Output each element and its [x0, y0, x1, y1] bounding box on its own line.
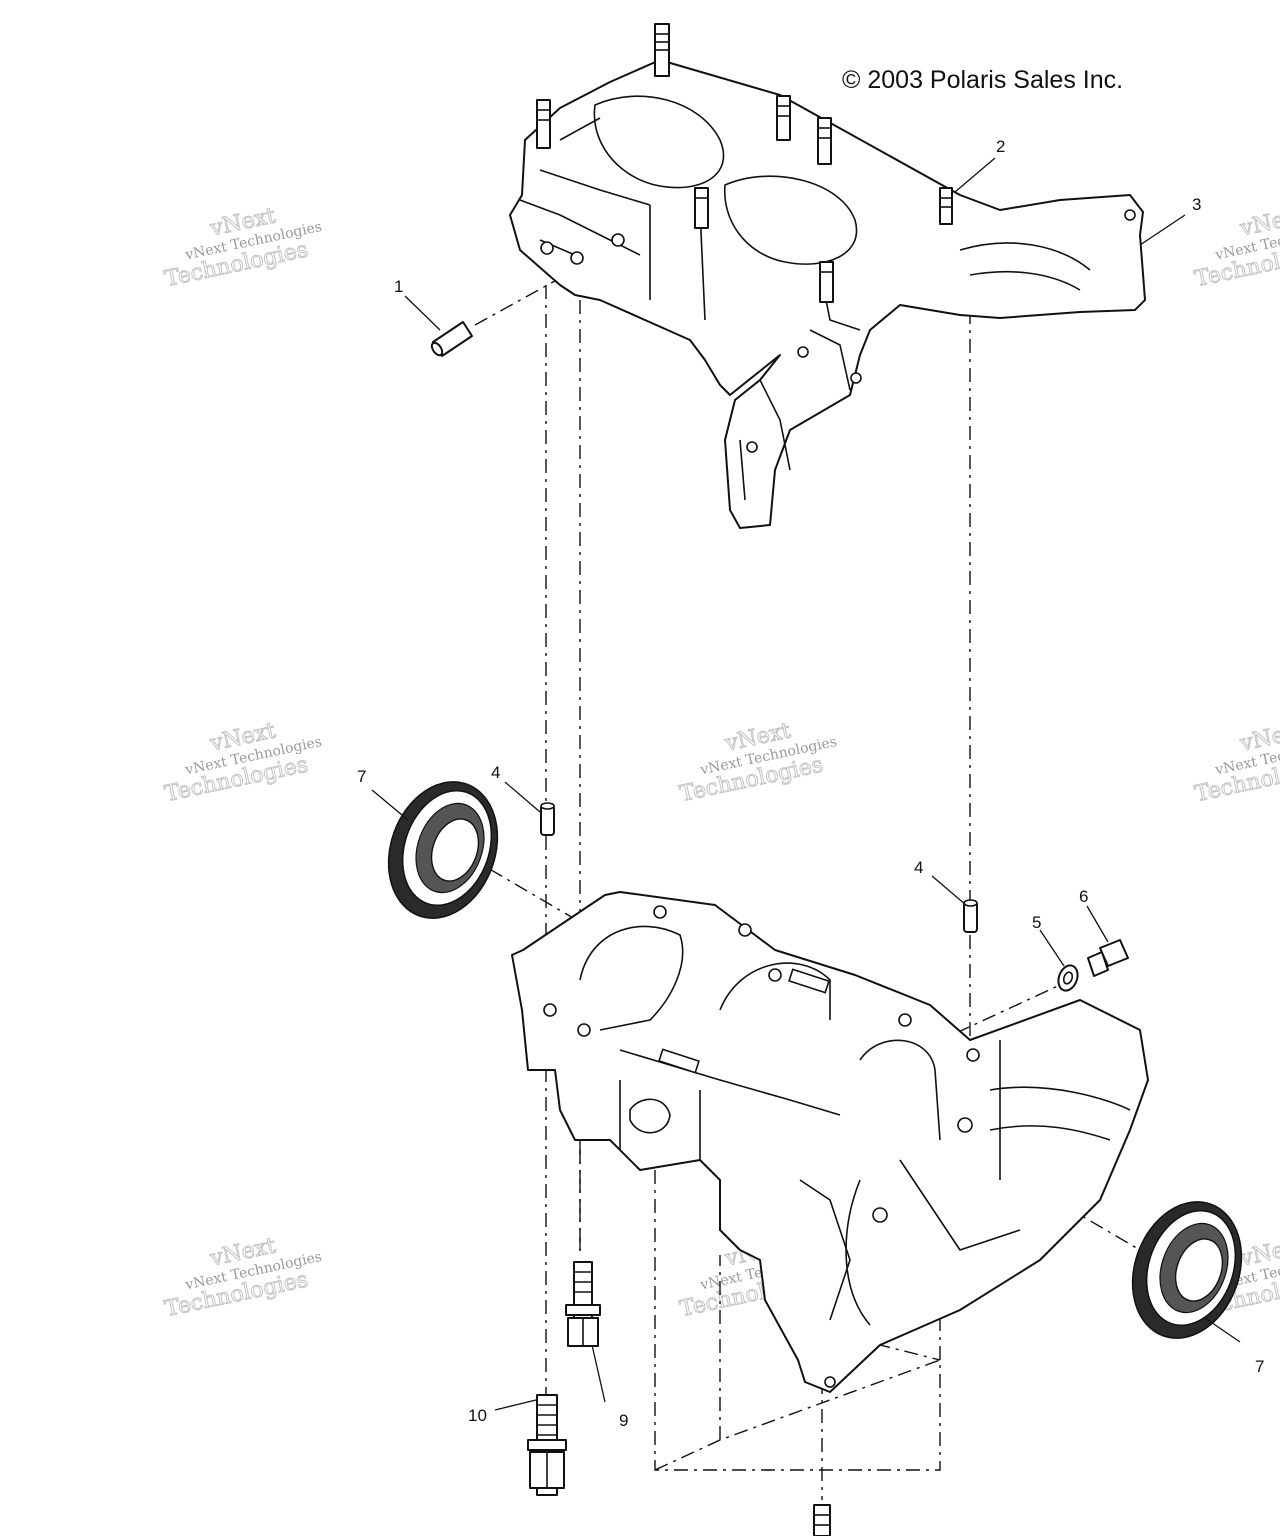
- callout-labels: 1 2 3 4 4 5 6 7 7 9 10: [357, 137, 1264, 1430]
- watermark: vNext vNext Technologies Technologies: [162, 718, 323, 808]
- callout-5: 5: [1032, 913, 1041, 932]
- dowel-pin-4-right: [963, 899, 978, 933]
- stud: [819, 261, 834, 303]
- watermark: vNext vNext Technologies Technologies: [677, 718, 838, 808]
- callout-2: 2: [996, 137, 1005, 156]
- stud: [654, 23, 670, 77]
- washer-5: [1057, 964, 1079, 992]
- bottom-stud: [813, 1504, 831, 1536]
- copyright-notice: © 2003 Polaris Sales Inc.: [842, 66, 1123, 94]
- callout-1: 1: [394, 277, 403, 296]
- lower-crankcase: [511, 891, 1149, 1393]
- callout-7-left: 7: [357, 767, 366, 786]
- upper-crankcase: [509, 23, 1146, 529]
- callout-6: 6: [1079, 887, 1088, 906]
- bolt-9: [565, 1261, 601, 1347]
- callout-4-left: 4: [491, 763, 500, 782]
- dowel-pin-4-left: [540, 802, 555, 836]
- leader-lines: [371, 157, 1241, 1411]
- callout-9: 9: [619, 1411, 628, 1430]
- watermark: vNext vNext Technologies Technologies: [162, 1233, 323, 1323]
- bolt-10: [527, 1394, 567, 1496]
- oil-seal-7-left: [387, 781, 499, 919]
- stud: [536, 99, 551, 149]
- watermark: vNext vNext Technologies Technologies: [162, 203, 323, 293]
- stud: [817, 117, 832, 165]
- dowel-pin-1: [430, 321, 473, 357]
- callout-7-right: 7: [1255, 1357, 1264, 1376]
- watermark: vNext vNext Technologies Technologies: [1192, 718, 1280, 808]
- drain-plug-6: [1087, 939, 1129, 977]
- stud: [776, 95, 791, 141]
- stud: [694, 187, 709, 229]
- oil-seal-7-right: [1131, 1201, 1243, 1339]
- stud: [939, 187, 953, 225]
- callout-3: 3: [1192, 195, 1201, 214]
- callout-4-right: 4: [914, 858, 923, 877]
- callout-10: 10: [468, 1406, 487, 1425]
